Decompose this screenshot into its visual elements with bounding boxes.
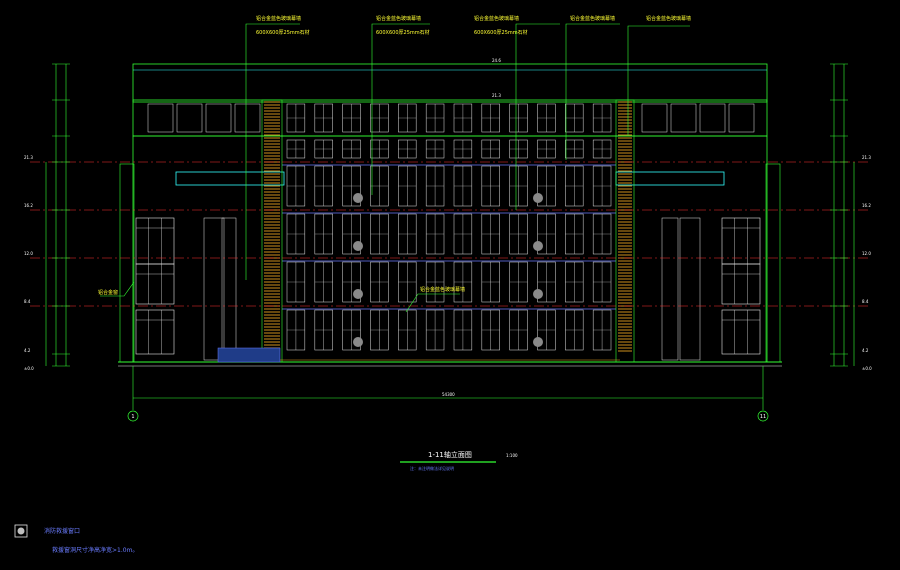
rescue-window-marker — [353, 337, 363, 347]
level-right-3: 12.0 — [862, 251, 871, 256]
callout-4-line1: 铝合金蓝色玻璃幕墙 — [570, 15, 615, 22]
side-pilaster — [661, 217, 679, 361]
drawing-title: 1-11轴立面图 — [428, 450, 472, 459]
rescue-window-marker — [353, 289, 363, 299]
level-right-1: 21.3 — [862, 155, 871, 160]
rescue-window-marker — [533, 241, 543, 251]
level-left-6: ±0.0 — [24, 366, 34, 371]
rescue-window-marker — [533, 289, 543, 299]
building-elevation — [118, 63, 782, 367]
upper-window — [147, 103, 174, 133]
side-window-block — [721, 217, 761, 265]
legend-note: 救援窗洞尺寸净高净宽>1.0m。 — [52, 546, 138, 554]
stone-band-outline — [615, 99, 635, 363]
side-pilaster — [679, 217, 701, 361]
top-floor-band — [132, 99, 768, 137]
level-right-6: ±0.0 — [862, 366, 872, 371]
rescue-window-symbol-icon — [14, 524, 28, 538]
side-window-block — [135, 263, 175, 305]
floor-level-lines — [30, 161, 870, 307]
legend-symbol-label: 消防救援窗口 — [44, 527, 80, 535]
drawing-title-block: 1-11轴立面图 1:100 注：未注明做法详见说明 — [400, 450, 518, 471]
level-right-5: 4.2 — [862, 348, 869, 353]
entrance-steps — [217, 347, 620, 363]
level-left-5: 4.2 — [24, 348, 31, 353]
side-window-block — [721, 263, 761, 305]
callout-5-line1: 铝合金蓝色玻璃幕墙 — [646, 15, 691, 22]
material-callouts: 铝合金蓝色玻璃幕墙 600X600厚25mm石材 铝合金蓝色玻璃幕墙 600X6… — [98, 15, 691, 313]
upper-window — [176, 103, 203, 133]
side-pilaster — [203, 217, 225, 361]
upper-window — [728, 103, 755, 133]
title-subnote: 注：未注明做法详见说明 — [410, 465, 454, 471]
level-marks: 21.3 16.2 12.0 8.4 4.2 ±0.0 21.3 16.2 12… — [24, 58, 872, 371]
level-roof: 21.3 — [492, 93, 501, 98]
callout-3-line2: 600X600厚25mm石材 — [474, 29, 528, 36]
level-right-4: 8.4 — [862, 299, 869, 304]
main-body-outline — [132, 135, 768, 363]
callout-2-line1: 铝合金蓝色玻璃幕墙 — [376, 15, 421, 22]
rescue-window-marker — [353, 241, 363, 251]
upper-window — [670, 103, 697, 133]
rescue-window-dot — [17, 527, 25, 535]
upper-window — [205, 103, 232, 133]
total-dimension: 54300 — [442, 392, 455, 397]
upper-window — [641, 103, 668, 133]
facade-windows — [135, 103, 761, 361]
callout-2-line2: 600X600厚25mm石材 — [376, 29, 430, 36]
side-window-block — [721, 309, 761, 355]
rescue-window-marker — [533, 337, 543, 347]
level-right-2: 16.2 — [862, 203, 871, 208]
callout-1-line2: 600X600厚25mm石材 — [256, 29, 310, 36]
rescue-window-marker — [353, 193, 363, 203]
axis-bubble-left — [127, 410, 139, 422]
level-left-2: 16.2 — [24, 203, 33, 208]
entrance-stair — [217, 347, 281, 363]
left-label: 铝合金窗 — [98, 289, 118, 296]
rescue-window-marker — [533, 193, 543, 203]
upper-window — [699, 103, 726, 133]
level-left-3: 12.0 — [24, 251, 33, 256]
level-left-4: 8.4 — [24, 299, 31, 304]
callout-1-line1: 铝合金蓝色玻璃幕墙 — [256, 15, 301, 22]
axis-bubble-right — [757, 410, 769, 422]
upper-window — [234, 103, 261, 133]
axis-label-right: 11 — [760, 414, 766, 420]
callout-3-line1: 铝合金蓝色玻璃幕墙 — [474, 15, 519, 22]
level-top: 24.6 — [492, 58, 501, 63]
side-window-block — [135, 217, 175, 265]
dimension-chains: 54300 — [45, 63, 855, 410]
right-canopy — [615, 171, 725, 186]
axis-label-left: 1 — [131, 414, 134, 420]
side-window-block — [135, 309, 175, 355]
left-canopy — [175, 171, 285, 186]
level-left-1: 21.3 — [24, 155, 33, 160]
stone-bands — [261, 99, 635, 363]
right-wing — [765, 163, 781, 363]
left-wing — [119, 163, 135, 363]
parapet-outline — [132, 63, 768, 103]
drawing-scale: 1:100 — [506, 453, 518, 458]
mid-callout: 铝合金蓝色玻璃幕墙 — [420, 286, 465, 293]
axis-markers: 1 11 — [127, 410, 769, 422]
legend: 消防救援窗口 救援窗洞尺寸净高净宽>1.0m。 — [14, 524, 138, 554]
